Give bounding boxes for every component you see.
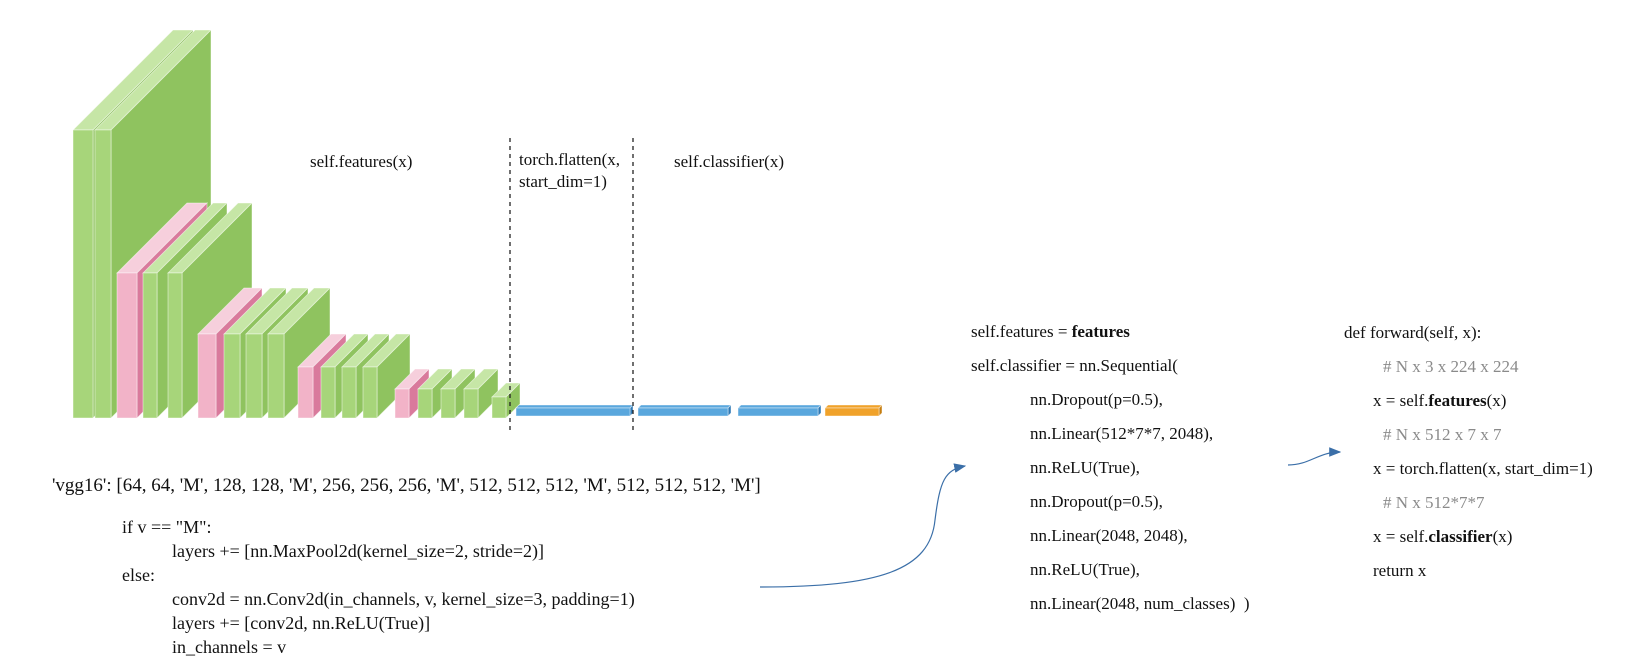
layer-front-face [142,272,158,419]
conv-layer [491,382,521,419]
flatten-vector [515,404,634,417]
arrow-to-init [759,463,967,588]
layer-front-face [72,129,94,419]
layer-front-face [320,366,336,419]
code-line: conv2d = nn.Conv2d(in_channels, v, kerne… [172,589,635,609]
layer-front-face [463,388,479,419]
forward-flatten-line: x = torch.flatten(x, start_dim=1) [1373,459,1593,478]
bar-top [824,404,883,409]
fc-layer-1 [637,404,732,417]
feature-blocks [72,29,521,419]
code-line: else: [122,565,155,585]
classifier-layer-line: nn.Dropout(p=0.5), [1030,390,1163,409]
code-line: in_channels = v [172,637,287,657]
layer-front-face [197,333,217,419]
features-label: self.features(x) [310,152,413,171]
forward-comment: # N x 512*7*7 [1383,493,1485,512]
flatten-label-line1: torch.flatten(x, [519,150,621,169]
code-line: layers += [conv2d, nn.ReLU(True)] [172,613,431,633]
forward-line-suffix: (x) [1492,527,1513,546]
classifier-layer-line: nn.Linear(2048, 2048), [1030,526,1188,545]
forward-classifier-line: x = self.classifier(x) [1373,527,1512,547]
forward-line-prefix: x = self. [1373,527,1429,546]
code-line: if v == "M": [122,517,212,537]
features-assignment-prefix: self.features = [971,322,1072,341]
bar-top [637,404,732,409]
conv-layer [440,368,476,419]
layer-front-face [341,366,357,419]
bar-front [637,407,729,417]
bar-top [737,404,822,409]
layer-front-face [94,129,112,419]
fc-output-layer [824,404,883,417]
bar-front [824,407,880,417]
classifier-layer-line: nn.ReLU(True), [1030,458,1140,477]
layer-front-face [223,333,241,419]
classifier-layer-line: nn.ReLU(True), [1030,560,1140,579]
vgg16-config: 'vgg16': [64, 64, 'M', 128, 128, 'M', 25… [52,475,761,496]
forward-def: def forward(self, x): [1344,323,1482,342]
forward-line-suffix: (x) [1486,391,1507,410]
forward-line-bold: classifier [1428,527,1493,546]
code-line: layers += [nn.MaxPool2d(kernel_size=2, s… [172,541,545,561]
layer-front-face [167,272,183,419]
layer-front-face [245,333,263,419]
forward-return: return x [1373,561,1427,580]
classifier-head: self.classifier = nn.Sequential( [971,356,1178,375]
layer-front-face [297,366,314,419]
features-assignment: self.features = features [971,322,1130,342]
forward-comment: # N x 3 x 224 x 224 [1383,357,1519,376]
bar-front [737,407,819,417]
fc-layer-2 [737,404,822,417]
arrow-to-forward [1287,447,1342,466]
layer-front-face [440,388,456,419]
layer-front-face [116,272,138,419]
forward-features-line: x = self.features(x) [1373,391,1506,411]
bar-front [515,407,631,417]
features-assignment-bold: features [1071,322,1130,341]
classifier-layer-line: nn.Linear(2048, num_classes) ) [1030,594,1250,613]
layer-front-face [417,388,433,419]
classifier-layer-line: nn.Dropout(p=0.5), [1030,492,1163,511]
flatten-label-line2: start_dim=1) [519,172,607,191]
layer-front-face [394,388,410,419]
classifier-layer-line: nn.Linear(512*7*7, 2048), [1030,424,1214,443]
layer-front-face [362,366,378,419]
conv-layer [463,368,499,419]
classifier-label: self.classifier(x) [674,152,784,171]
layer-front-face [491,396,507,419]
conv-layer [362,333,411,419]
forward-line-bold: features [1428,391,1487,410]
layer-front-face [267,333,285,419]
forward-comment: # N x 512 x 7 x 7 [1383,425,1502,444]
bar-top [515,404,634,409]
forward-line-prefix: x = self. [1373,391,1429,410]
classifier-layers [515,404,883,417]
